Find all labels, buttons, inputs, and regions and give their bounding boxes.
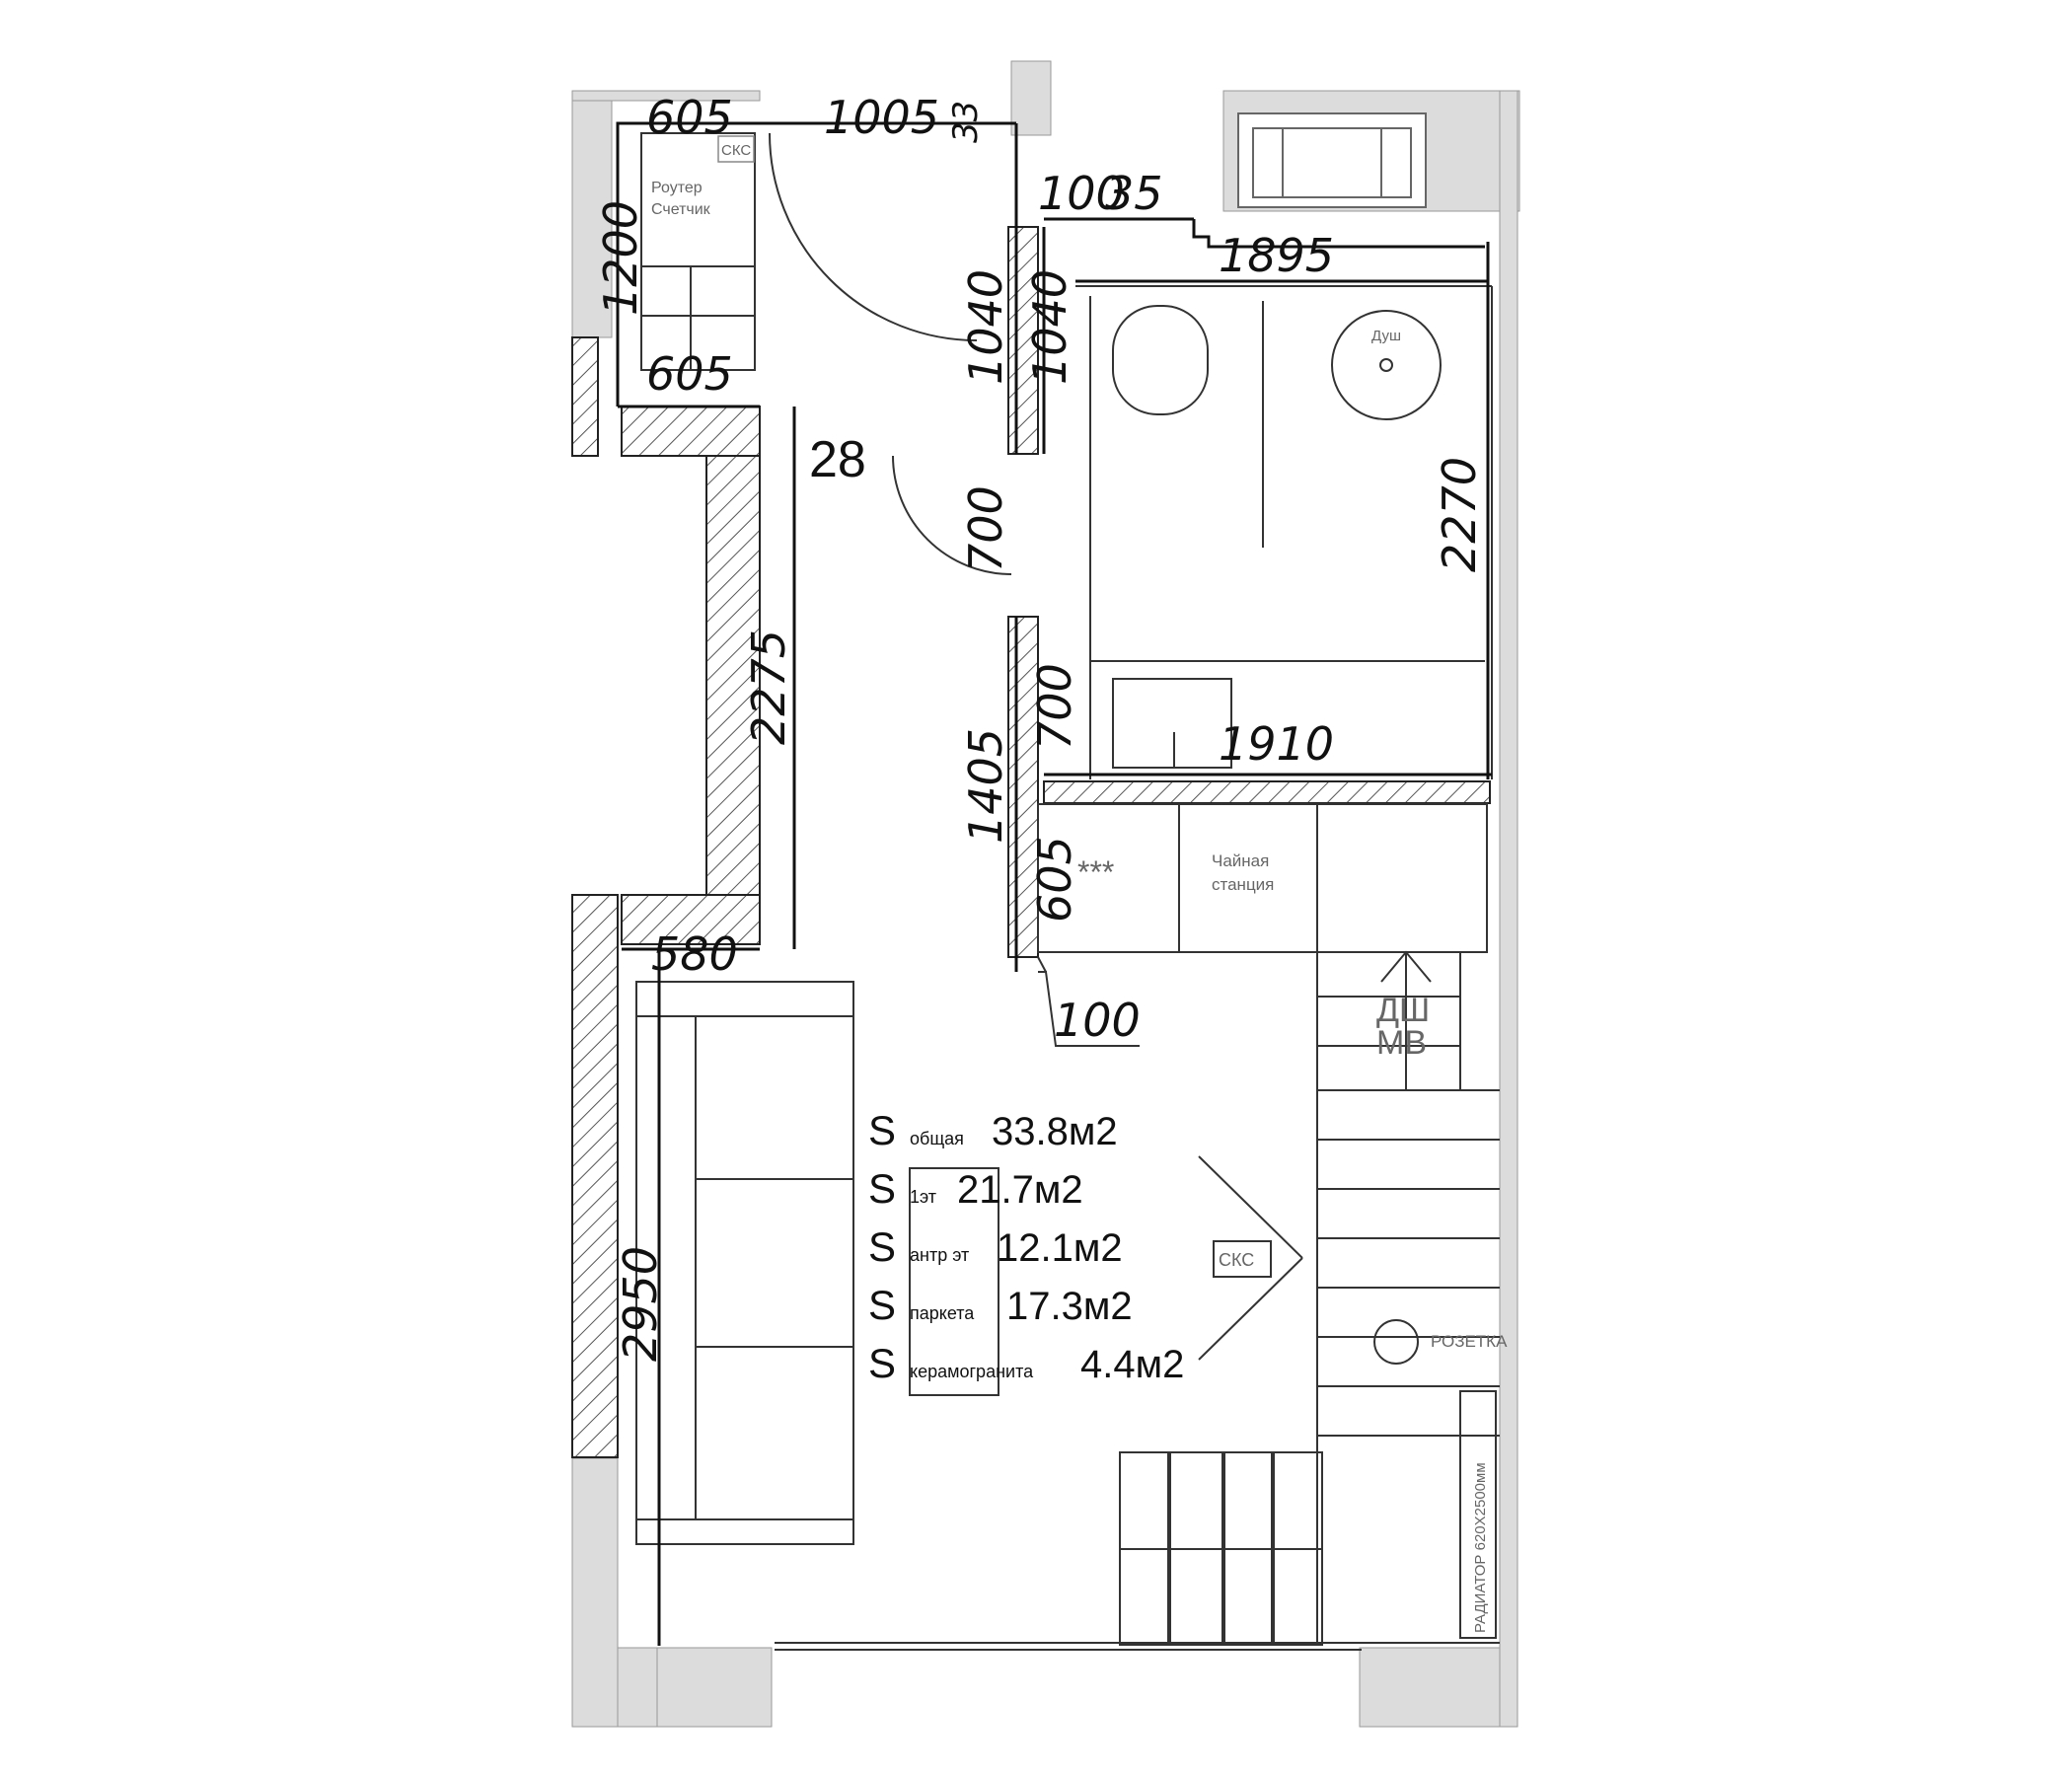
- dim-1005: 1005: [824, 91, 939, 144]
- label-shower: Душ: [1371, 328, 1401, 344]
- dim-2950: 2950: [614, 1246, 667, 1362]
- label-radiator: РАДИАТОР 620Х2500мм: [1472, 1462, 1489, 1633]
- interior-lines: [635, 132, 1500, 1651]
- dim-1040-a: 1040: [959, 269, 1012, 385]
- area-s-symbol: S: [868, 1282, 896, 1328]
- dim-35: 35: [1105, 167, 1163, 220]
- dim-100-top: 100: [1038, 167, 1125, 220]
- area-subscript: керамогранита: [910, 1362, 1034, 1381]
- area-s-symbol: S: [868, 1107, 896, 1153]
- dim-33: 33: [946, 101, 986, 143]
- dim-700-wall: 700: [1028, 663, 1081, 750]
- label-socket: РОЗЕТКА: [1431, 1332, 1508, 1351]
- plan-labels: 28 СКС Роутер Счетчик Душ *** Чайная ста…: [651, 135, 1508, 1633]
- area-s-symbol: S: [868, 1340, 896, 1386]
- label-meter: Счетчик: [651, 201, 711, 218]
- dim-1895: 1895: [1219, 229, 1334, 282]
- room-number: 28: [809, 431, 866, 488]
- area-s-symbol: S: [868, 1223, 896, 1270]
- area-value: 4.4м2: [1080, 1343, 1184, 1386]
- label-tea-station-1: Чайная: [1212, 851, 1269, 870]
- label-stars: ***: [1077, 854, 1114, 890]
- area-subscript: общая: [910, 1129, 964, 1148]
- dim-605-mid: 605: [646, 347, 733, 401]
- dim-2270: 2270: [1433, 457, 1486, 572]
- dim-1910: 1910: [1219, 717, 1334, 771]
- dim-1405: 1405: [959, 728, 1012, 844]
- dim-700-door: 700: [959, 485, 1012, 572]
- area-value: 17.3м2: [1006, 1285, 1133, 1328]
- label-cks-mid: СКС: [1219, 1250, 1254, 1270]
- label-tea-station-2: станция: [1212, 875, 1274, 894]
- label-router: Роутер: [651, 180, 703, 196]
- dim-1200: 1200: [594, 200, 647, 316]
- dim-580: 580: [651, 927, 738, 981]
- area-subscript: 1эт: [910, 1187, 936, 1207]
- dimension-lines: [616, 121, 1492, 1646]
- label-dsh: ДШ: [1376, 992, 1430, 1029]
- dim-1040-b: 1040: [1023, 269, 1076, 385]
- area-subscript: паркета: [910, 1303, 975, 1323]
- dim-605-top: 605: [646, 91, 733, 144]
- area-value: 12.1м2: [997, 1226, 1123, 1270]
- dim-605-low: 605: [1028, 836, 1081, 923]
- hatched-walls: [571, 226, 1491, 1458]
- label-cks-top: СКС: [721, 142, 751, 159]
- dim-2275: 2275: [742, 629, 795, 745]
- area-value: 33.8м2: [992, 1110, 1118, 1153]
- dimension-texts: 605 1005 33 1200 605 1040 1040 100 35 18…: [594, 91, 1486, 1362]
- label-mv: МВ: [1376, 1024, 1427, 1062]
- dim-100-bottom: 100: [1054, 994, 1141, 1047]
- area-value: 21.7м2: [957, 1168, 1083, 1212]
- area-s-symbol: S: [868, 1165, 896, 1212]
- area-subscript: антр эт: [910, 1245, 969, 1265]
